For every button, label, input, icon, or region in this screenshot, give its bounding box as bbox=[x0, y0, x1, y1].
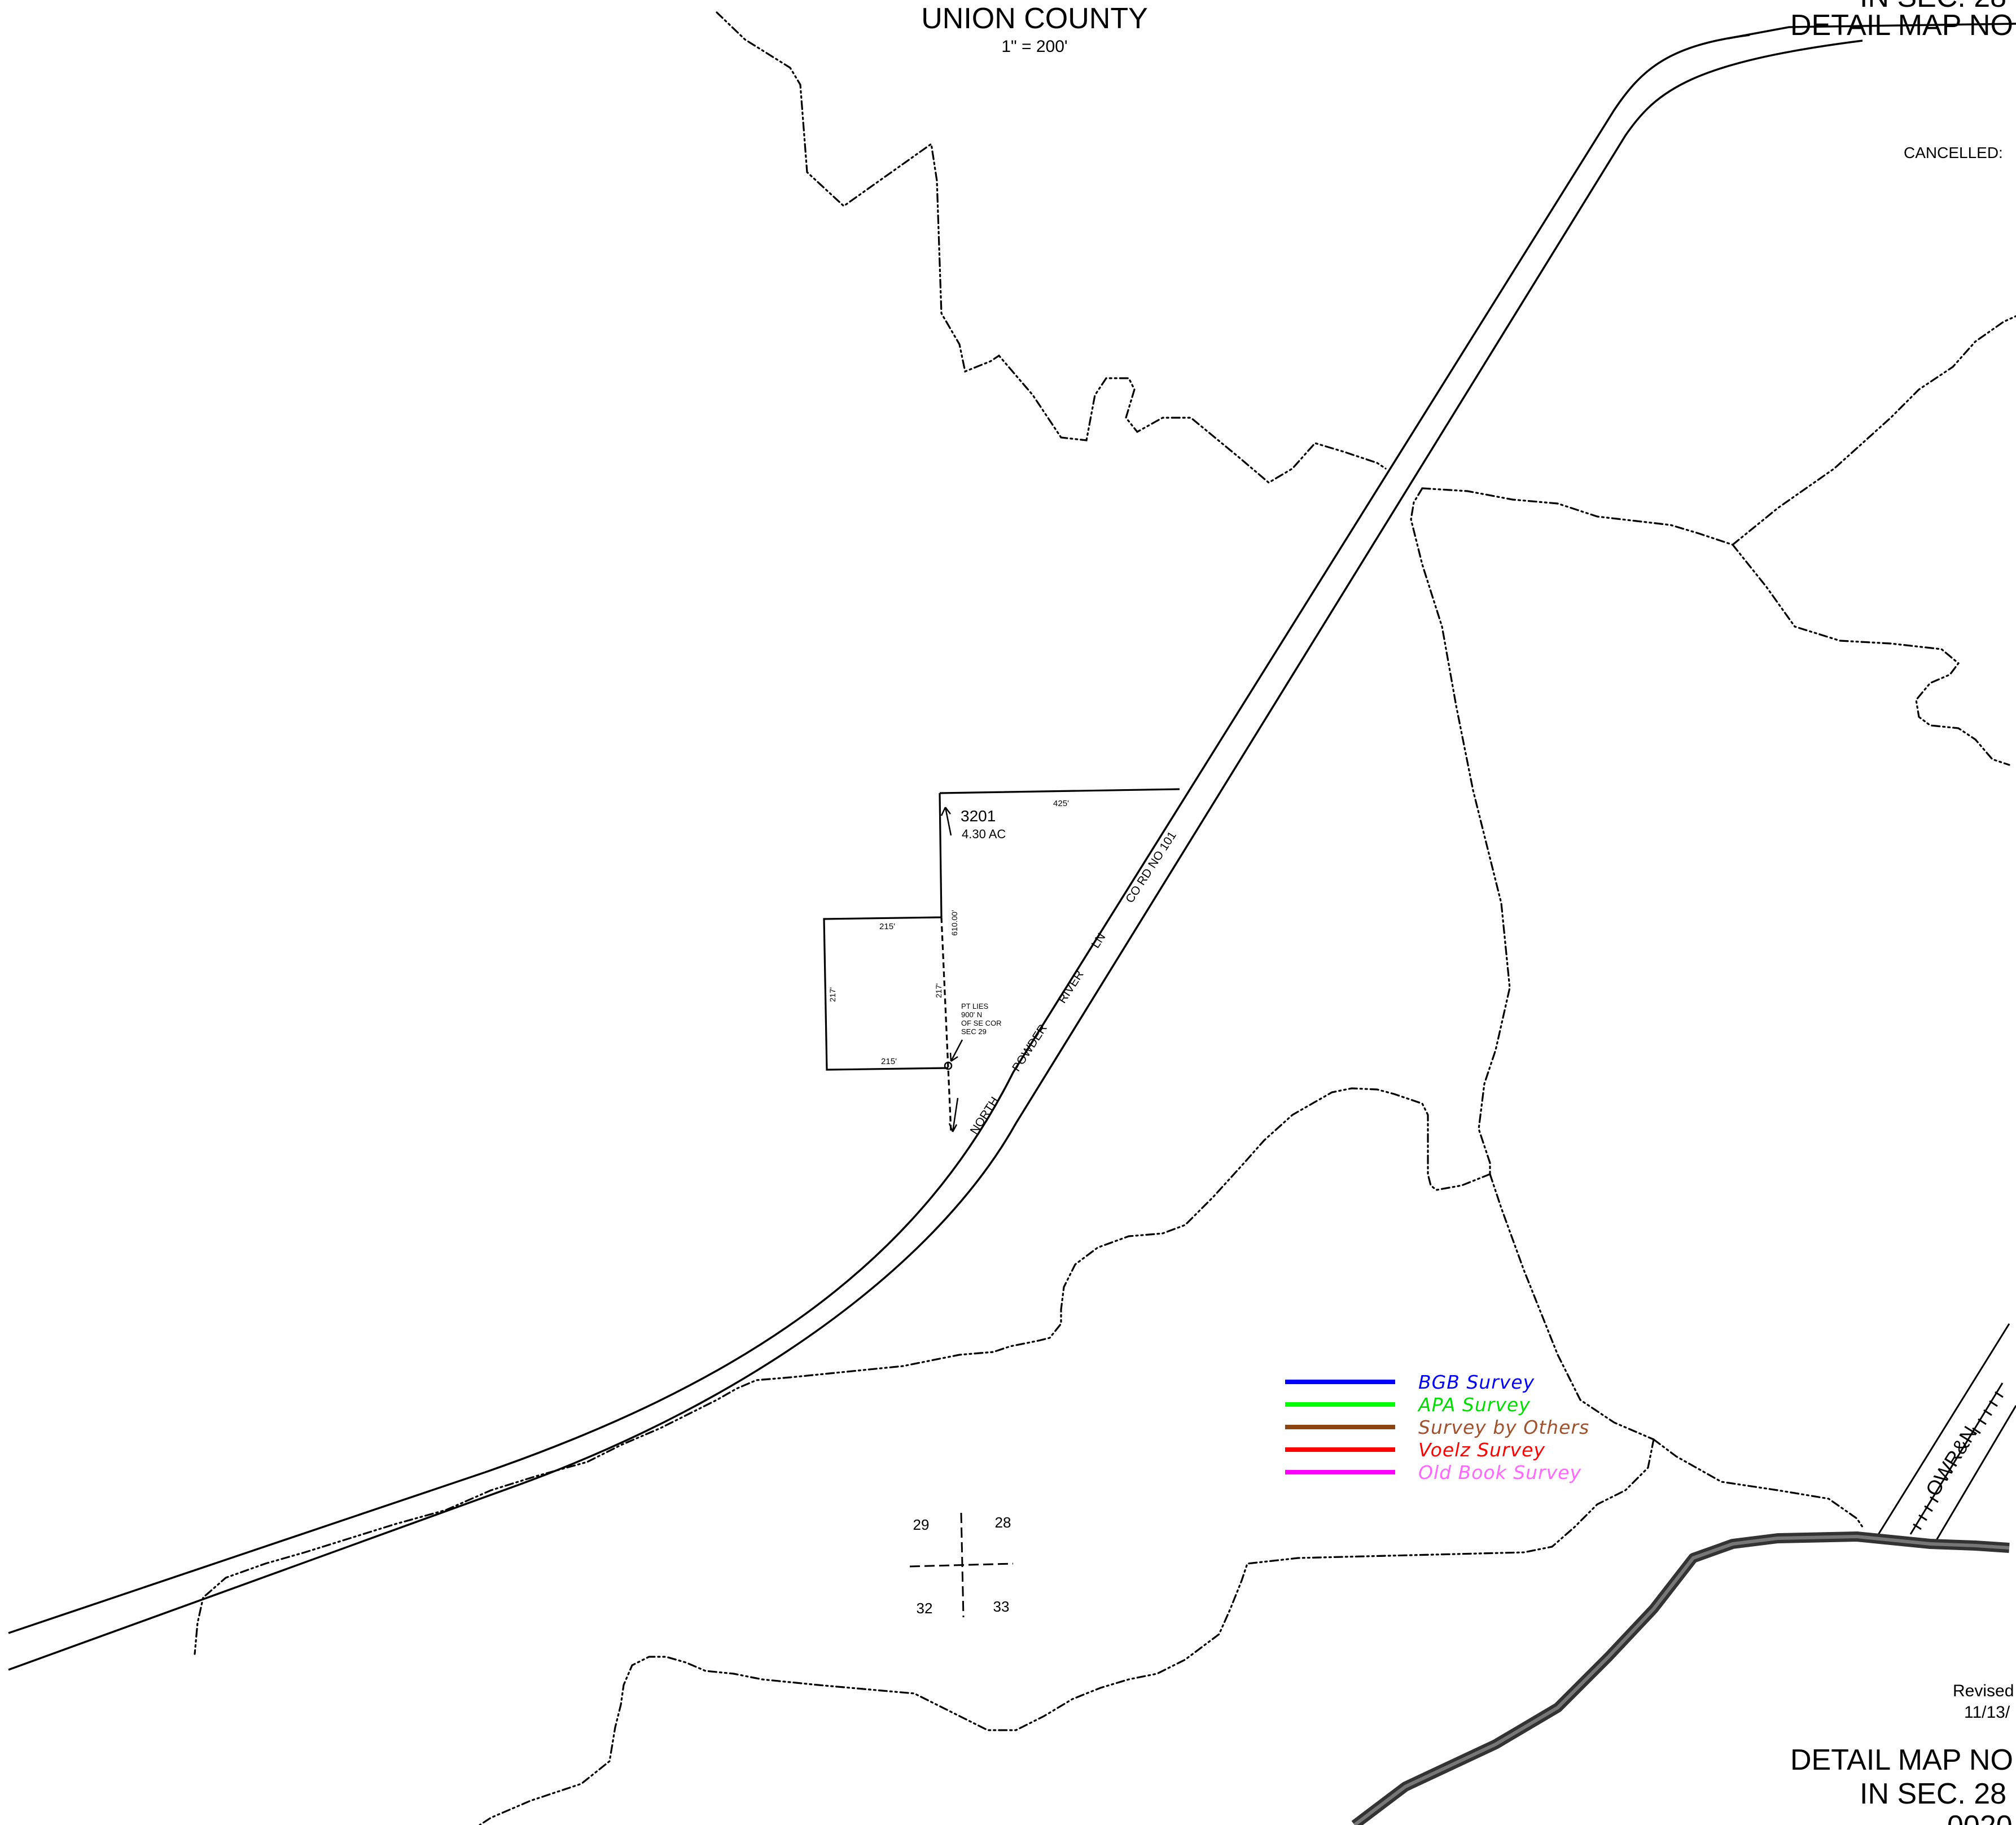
boundary-east-upper bbox=[1421, 487, 1734, 546]
section-28: 28 bbox=[995, 1514, 1011, 1531]
revised-date: 11/13/ bbox=[1964, 1703, 2010, 1722]
road-label-county-road: CO RD NO 101 bbox=[1123, 829, 1179, 905]
top-partial-text: IN SEC. 28 bbox=[1860, 0, 2006, 14]
map-code-partial: 0020 bbox=[1947, 1810, 2013, 1825]
railroad-track bbox=[1909, 1382, 2004, 1535]
parcel-acres: 4.30 AC bbox=[962, 827, 1006, 841]
highway-south-edge bbox=[8, 40, 1863, 1671]
section-33: 33 bbox=[993, 1598, 1010, 1615]
boundary-northeast bbox=[1732, 315, 2016, 546]
note-line: OF SE COR bbox=[961, 1019, 1002, 1027]
dim-inner-bottom: 215' bbox=[881, 1057, 897, 1066]
note-line: 900' N bbox=[961, 1010, 982, 1019]
dim-inner-west: 217' bbox=[828, 987, 837, 1002]
section-corner-marker bbox=[944, 1061, 953, 1070]
road-label-powder: POWDER bbox=[1010, 1022, 1050, 1074]
legend-label-oldbook: Old Book Survey bbox=[1418, 1461, 1581, 1483]
dim-east: 610.00' bbox=[950, 910, 959, 936]
railroad-ties bbox=[1913, 1391, 2004, 1530]
section-29: 29 bbox=[913, 1516, 930, 1533]
railroad-label: OWR&N bbox=[1921, 1422, 1982, 1500]
parcel-id: 3201 bbox=[961, 807, 996, 825]
legend-label-bgb: BGB Survey bbox=[1418, 1371, 1535, 1393]
county-title: UNION COUNTY bbox=[921, 2, 1148, 35]
dim-inner-top: 215' bbox=[879, 922, 895, 931]
dim-inner-east: 217' bbox=[934, 983, 943, 998]
road-label-north: NORTH bbox=[968, 1095, 1002, 1137]
heavy-river-line-core bbox=[1353, 1535, 2010, 1825]
corner-note: PT LIES 900' N OF SE COR SEC 29 bbox=[961, 1002, 1002, 1036]
section-32: 32 bbox=[917, 1600, 933, 1617]
section-corner-cross bbox=[909, 1512, 1014, 1618]
boundary-creek-central bbox=[1410, 487, 1511, 1175]
cancelled-label: CANCELLED: bbox=[1904, 144, 2003, 161]
note-arrow bbox=[949, 1039, 963, 1062]
boundary-south-loop bbox=[479, 1438, 1655, 1825]
boundary-southeast bbox=[1653, 1438, 1864, 1528]
boundary-north bbox=[716, 11, 1387, 484]
parcel-north-arrow bbox=[940, 807, 952, 836]
dim-top: 425' bbox=[1053, 799, 1069, 808]
parcel-outline bbox=[823, 788, 1180, 1071]
boundary-creek-south bbox=[1489, 1173, 1655, 1441]
revised-label: Revised bbox=[1953, 1682, 2014, 1700]
note-line: PT LIES bbox=[961, 1002, 989, 1010]
section-subtitle-bottom: IN SEC. 28 bbox=[1860, 1778, 2006, 1810]
boundary-east-loop bbox=[1732, 544, 2010, 766]
legend-label-apa: APA Survey bbox=[1417, 1394, 1531, 1416]
legend-label-others: Survey by Others bbox=[1418, 1416, 1589, 1438]
railroad-edge-west bbox=[1877, 1323, 2010, 1536]
railroad-edge-east bbox=[1935, 1405, 2016, 1542]
road-label-river: RIVER bbox=[1055, 968, 1086, 1005]
legend-label-voelz: Voelz Survey bbox=[1418, 1439, 1545, 1461]
boundary-mid-loop bbox=[194, 1087, 1491, 1655]
highway-north-edge bbox=[8, 34, 1750, 1634]
scale-label: 1" = 200' bbox=[1001, 37, 1067, 56]
note-line: SEC 29 bbox=[961, 1027, 987, 1036]
parcel-south-arrow bbox=[948, 1097, 959, 1132]
detail-map-title-bottom: DETAIL MAP NO bbox=[1790, 1744, 2013, 1776]
parcel-east-dashed bbox=[940, 917, 952, 1132]
survey-legend: BGB Survey APA Survey Survey by Others V… bbox=[1285, 1371, 1589, 1483]
